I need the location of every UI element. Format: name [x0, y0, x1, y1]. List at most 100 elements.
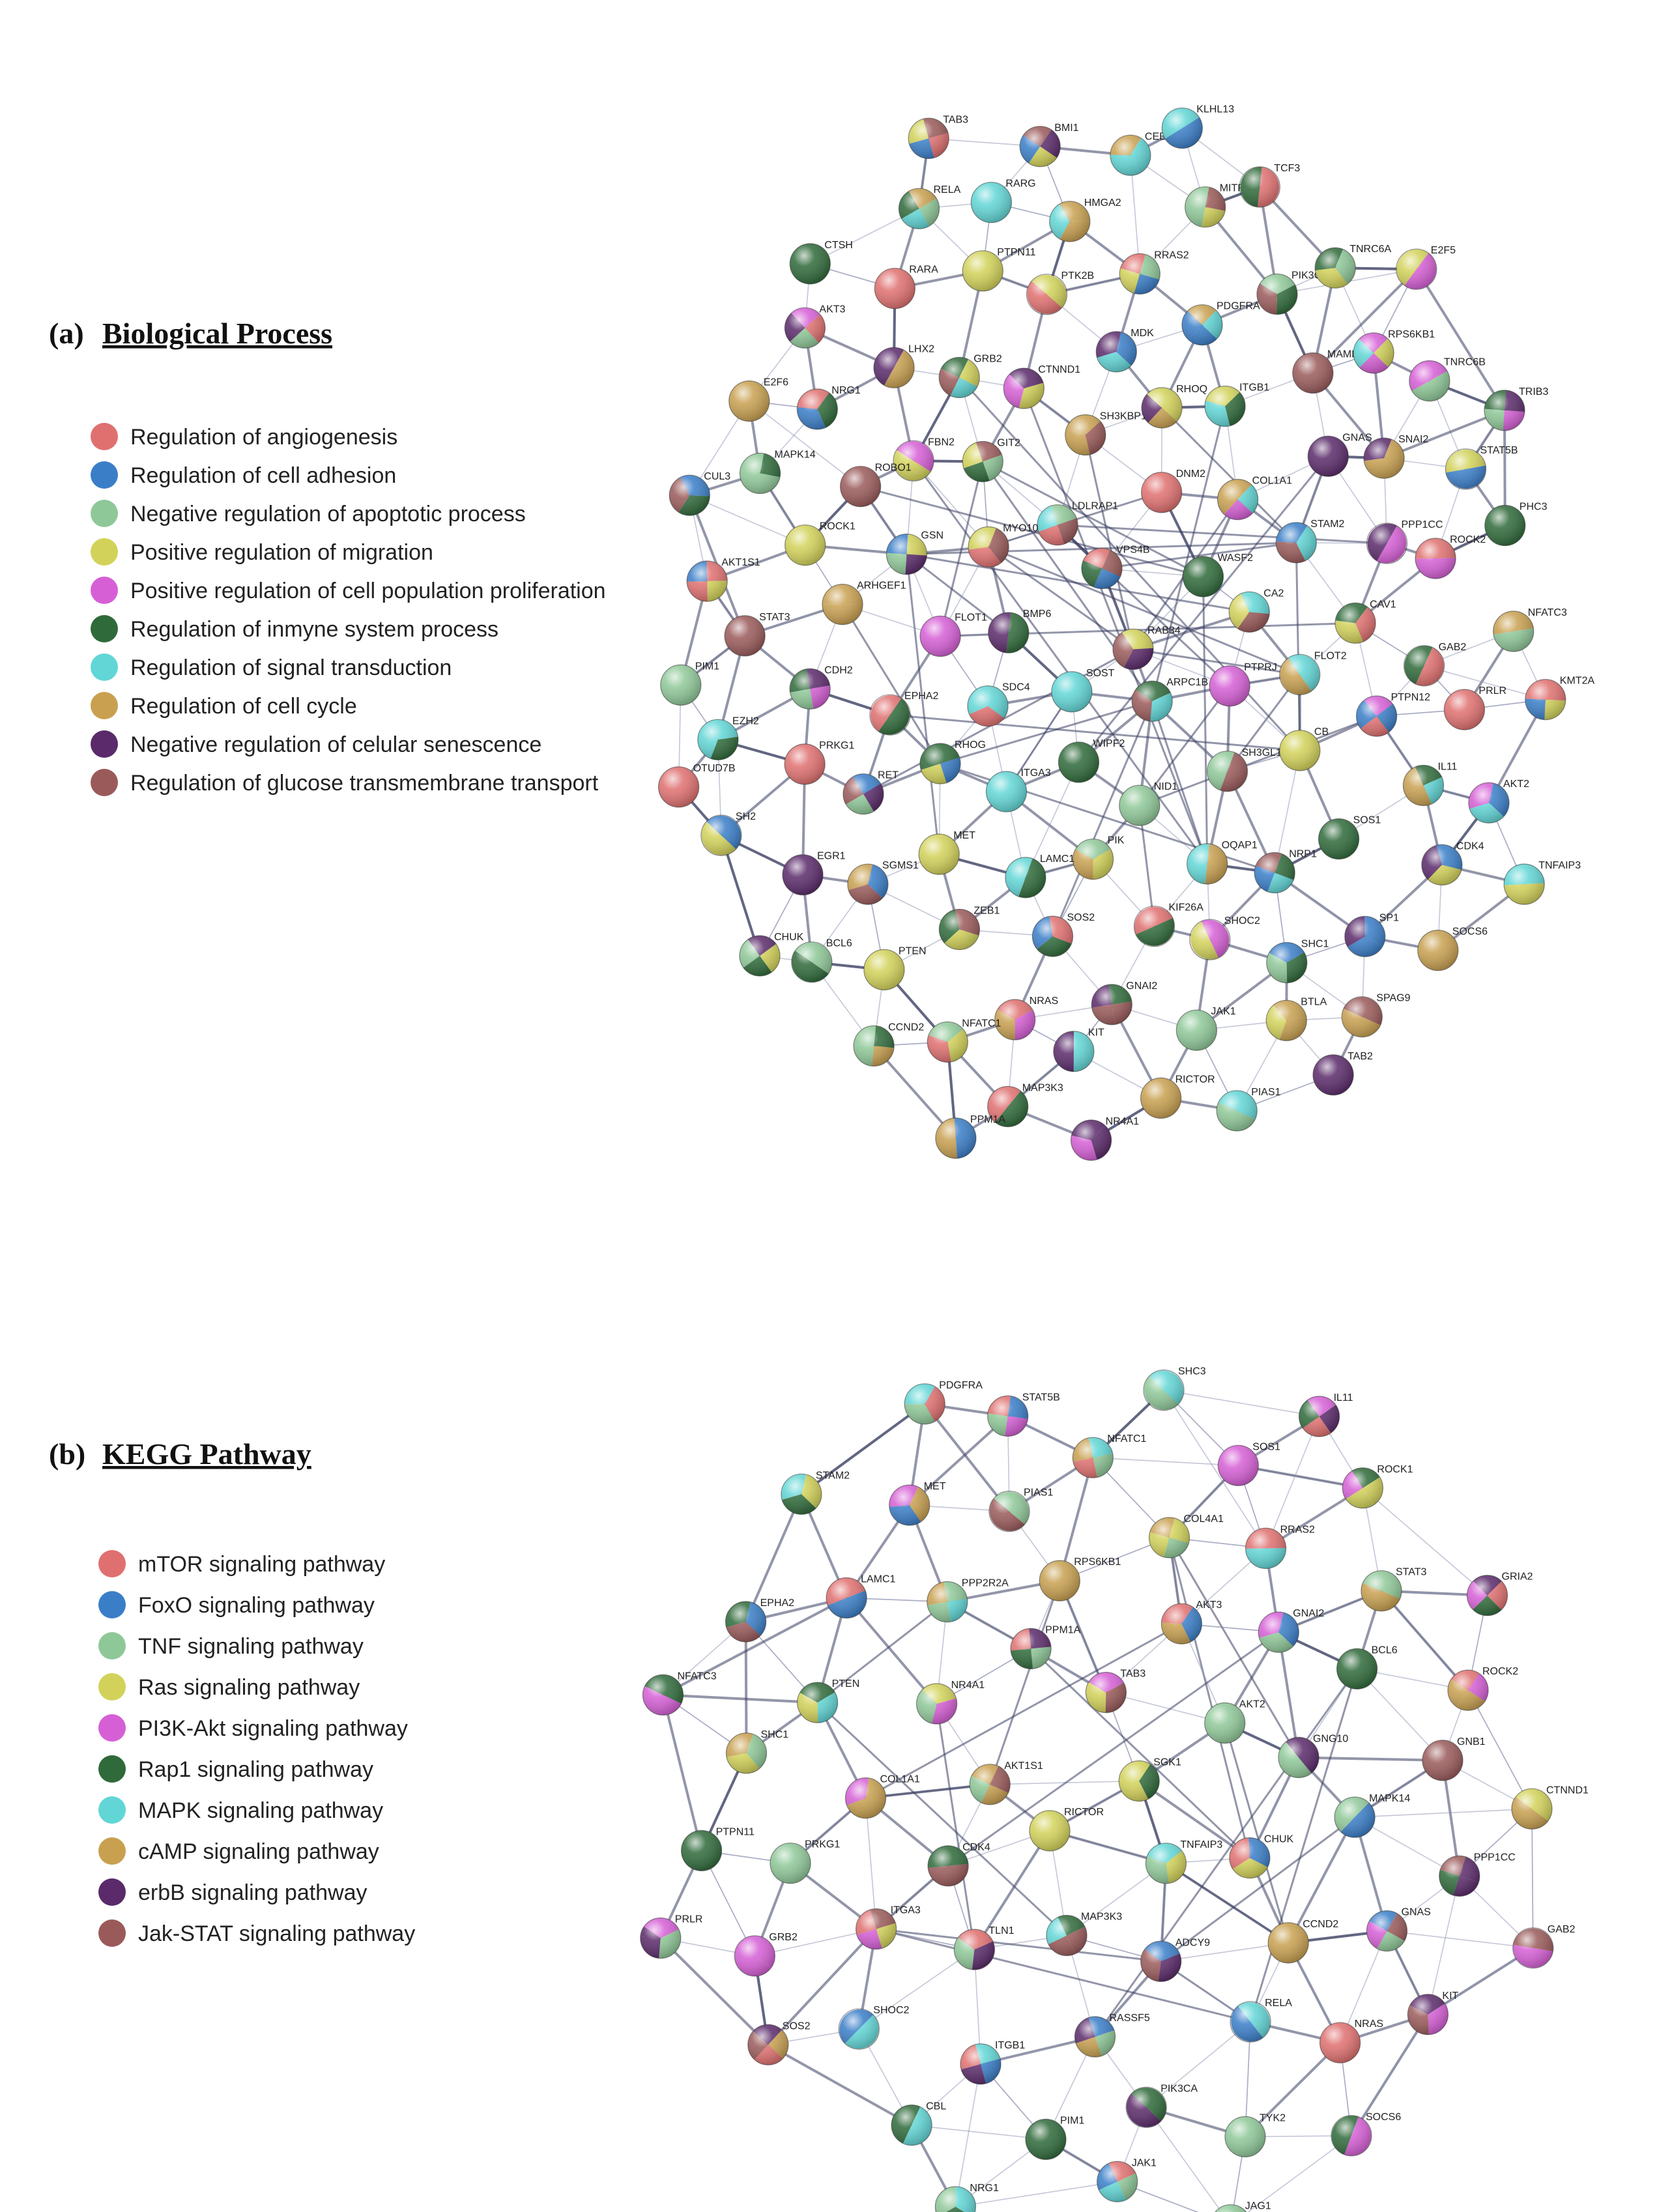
node-gloss — [1119, 253, 1160, 294]
network-node: PPP1CC — [1439, 1852, 1516, 1897]
node-label-gab2: GAB2 — [1548, 1924, 1576, 1935]
node-label-sgk1: SGK1 — [1153, 1757, 1181, 1768]
node-gloss — [660, 664, 702, 706]
network-node: BMP6 — [988, 609, 1051, 654]
network-node: KIF26A — [1133, 902, 1204, 947]
network-node: ROCK1 — [1342, 1464, 1413, 1509]
node-gloss — [1031, 915, 1074, 957]
network-node: NR4A1 — [1070, 1116, 1139, 1161]
node-label-mapk14: MAPK14 — [775, 450, 816, 461]
network-node: GNB1 — [1422, 1736, 1486, 1781]
node-label-ezh2: EZH2 — [732, 715, 759, 726]
network-edge — [865, 1797, 877, 1930]
node-label-nid1: NID1 — [1154, 781, 1178, 792]
node-gloss — [1396, 248, 1437, 290]
node-label-ctnnd1: CTNND1 — [1546, 1785, 1589, 1796]
node-gloss — [968, 526, 1009, 568]
node-label-grb2: GRB2 — [769, 1932, 798, 1943]
node-gloss — [915, 1683, 958, 1725]
network-edge — [1265, 1416, 1320, 1549]
node-label-tnfaip3: TNFAIP3 — [1538, 860, 1581, 871]
network-node: SOS1 — [1217, 1441, 1280, 1486]
legend-item: Regulation of cell cycle — [91, 692, 357, 719]
network-node: PRLR — [1443, 685, 1506, 730]
node-gloss — [988, 612, 1030, 654]
network-node: E2F6 — [728, 377, 788, 422]
node-gloss — [1331, 2115, 1372, 2157]
network-node: KMT2A — [1525, 676, 1594, 721]
network-node: ZEB1 — [938, 906, 1000, 951]
network-node: NFATC3 — [1493, 607, 1567, 652]
node-label-e2f6: E2F6 — [764, 377, 788, 388]
node-gloss — [1037, 504, 1078, 546]
network-node: SH3GL1 — [1206, 747, 1282, 792]
node-gloss — [1361, 1570, 1402, 1612]
legend-swatch — [91, 461, 118, 489]
legend-label: Rap1 signaling pathway — [138, 1757, 373, 1782]
network-node: NRG1 — [934, 2183, 999, 2212]
network-node: SP1 — [1344, 912, 1399, 958]
node-label-lamc1: LAMC1 — [861, 1574, 895, 1585]
legend-label: Regulation of signal transduction — [130, 655, 452, 680]
network-node: LAMC1 — [1005, 854, 1074, 898]
node-label-tnrc6a: TNRC6A — [1349, 244, 1391, 255]
node-label-nras: NRAS — [1030, 996, 1058, 1007]
node-gloss — [1216, 1090, 1258, 1132]
node-gloss — [1189, 919, 1231, 960]
network-node: NFATC1 — [1072, 1433, 1147, 1478]
network-edge — [689, 495, 806, 546]
network-edge — [939, 461, 984, 637]
network-edge — [1287, 1816, 1357, 1944]
network-node: IL11 — [1298, 1392, 1353, 1437]
node-label-stat5b: STAT5B — [1022, 1392, 1060, 1403]
node-label-sp1: SP1 — [1379, 912, 1399, 923]
node-label-fbn2: FBN2 — [928, 437, 955, 448]
node-label-kit: KIT — [1088, 1027, 1104, 1039]
node-gloss — [1245, 1527, 1287, 1569]
legend-swatch — [98, 1550, 126, 1577]
legend-label: Negative regulation of apoptotic process — [130, 502, 526, 526]
network-node: RASSF5 — [1074, 2013, 1150, 2058]
node-gloss — [734, 1935, 775, 1977]
network-edge — [1151, 405, 1226, 702]
network-node: ADCY9 — [1140, 1937, 1210, 1982]
node-gloss — [1058, 741, 1100, 783]
node-label-rps6kb1: RPS6KB1 — [1074, 1557, 1121, 1568]
node-gloss — [1175, 1009, 1218, 1051]
node-gloss — [886, 533, 928, 575]
node-label-shc3: SHC3 — [1178, 1366, 1206, 1377]
node-label-sos2: SOS2 — [1067, 912, 1095, 923]
network-edge — [1386, 1930, 1534, 1949]
network-node: SHC1 — [1266, 939, 1329, 984]
node-label-stam2: STAM2 — [1310, 519, 1344, 530]
node-gloss — [1525, 679, 1566, 721]
node-gloss — [1185, 186, 1226, 228]
network-node: TRIB3 — [1484, 386, 1548, 431]
node-gloss — [1409, 360, 1450, 402]
node-label-kif26a: KIF26A — [1169, 902, 1204, 913]
network-node: JAK1 — [1097, 2157, 1157, 2202]
node-gloss — [898, 188, 940, 229]
node-gloss — [1275, 522, 1317, 564]
node-label-bcl6: BCL6 — [826, 938, 852, 949]
network-node: EGR1 — [782, 851, 846, 896]
network-edge — [947, 1631, 1280, 1867]
network-node: WIPF2 — [1058, 738, 1125, 783]
node-gloss — [826, 1577, 867, 1619]
network-node: PTPN11 — [680, 1826, 755, 1871]
node-label-pim1: PIM1 — [1060, 2116, 1084, 2127]
node-label-tab3: TAB3 — [943, 114, 968, 125]
node-gloss — [782, 854, 824, 896]
network-node: TAB2 — [1312, 1051, 1373, 1096]
node-gloss — [1141, 387, 1183, 429]
legend-label: Regulation of inmyne system process — [130, 617, 498, 642]
node-label-gng10: GNG10 — [1313, 1733, 1348, 1744]
node-label-cb: CB — [1314, 726, 1329, 738]
node-label-map3k3: MAP3K3 — [1022, 1082, 1063, 1093]
node-label-ptpn11: PTPN11 — [716, 1826, 755, 1837]
node-gloss — [1422, 1740, 1463, 1781]
network-node: ROBO1 — [839, 463, 912, 508]
network-node: CB — [1279, 726, 1329, 771]
node-gloss — [669, 474, 710, 516]
node-gloss — [697, 719, 739, 760]
